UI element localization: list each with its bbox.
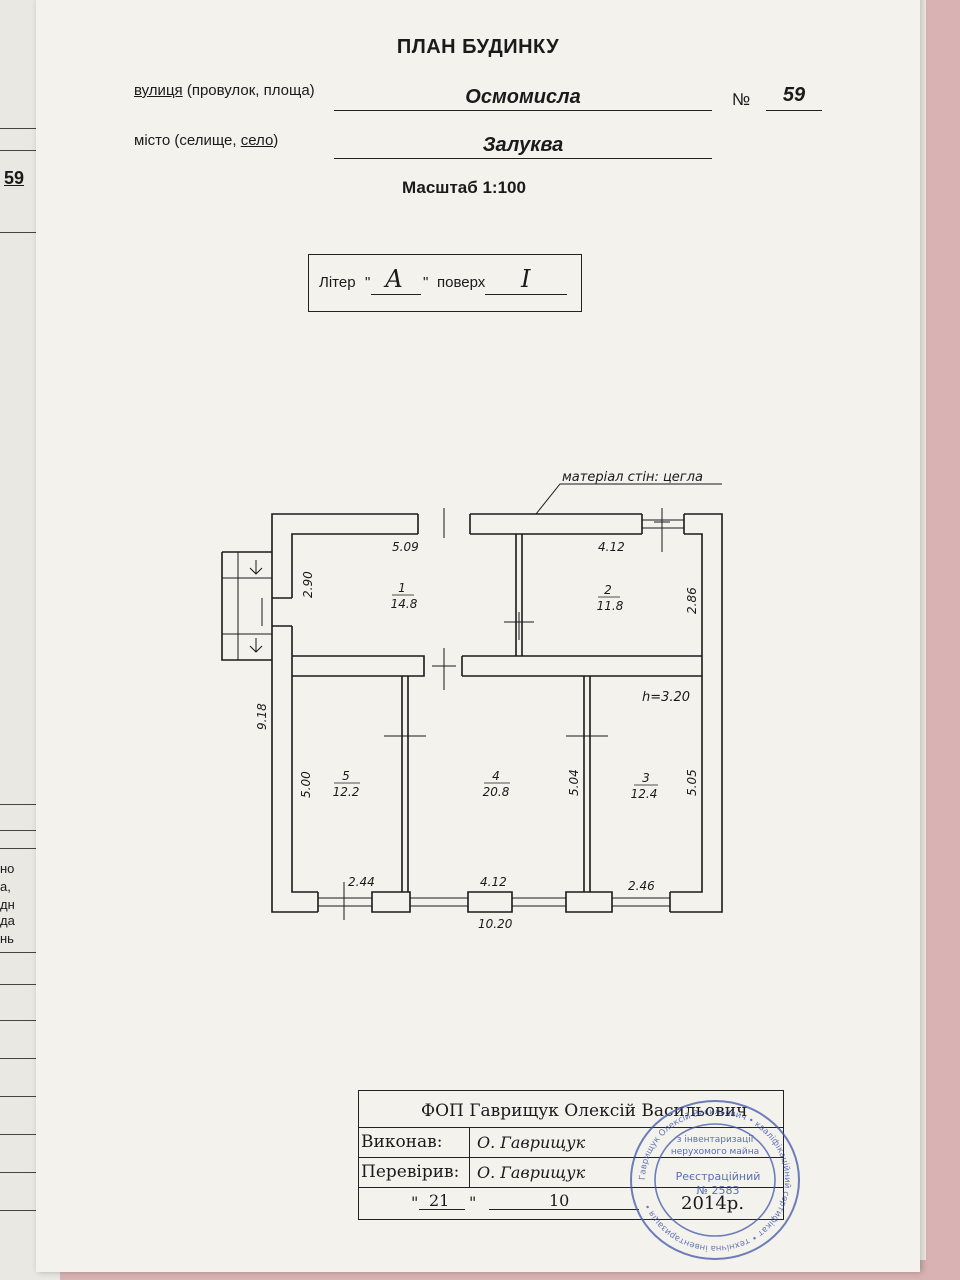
seal-center-line1: з інвентаризації (677, 1135, 754, 1145)
room-number: 4 (492, 769, 500, 783)
floor-value: І (521, 265, 531, 293)
room-area: 12.2 (333, 785, 360, 799)
left-page-fragment: дн (0, 897, 15, 912)
street-value: Осмомисла (465, 86, 581, 108)
room-number: 3 (642, 771, 650, 785)
dim-top-right: 4.12 (598, 540, 625, 554)
executed-label: Виконав: (361, 1132, 443, 1152)
room-area: 20.8 (483, 785, 510, 799)
room-number: 2 (604, 583, 612, 597)
dim-total-width: 10.20 (478, 917, 513, 931)
left-page-edge: 59 но а, дн да нь (0, 0, 48, 1280)
room-area: 11.8 (597, 599, 624, 613)
left-page-number: 59 (4, 168, 25, 188)
dim-right-upper: 2.86 (685, 587, 699, 614)
left-page-fragment: а, (0, 879, 11, 894)
floor-label: поверх (437, 274, 486, 291)
dim-room4-right: 5.04 (567, 769, 581, 796)
dim-bottom-right: 2.46 (628, 879, 655, 893)
dim-outer-left: 9.18 (255, 703, 269, 730)
date-row: " 21 " 10 2014р. (411, 1191, 745, 1214)
number-label: № (732, 90, 751, 109)
room-number: 1 (398, 581, 406, 595)
ceiling-height: h=3.20 (642, 690, 690, 705)
seal-reg-label: Реєстраційний (676, 1170, 761, 1183)
dim-top-left: 5.09 (392, 540, 419, 554)
seal-center-line2: нерухомого майна (671, 1147, 759, 1157)
wall-material-note: матеріал стін: цегла (562, 470, 703, 485)
scale-label: Масштаб 1:100 (402, 178, 526, 197)
official-seal: Гаврищук Олексій Васильович • кваліфікац… (628, 1098, 802, 1262)
checked-value: О. Гаврищук (477, 1163, 586, 1182)
liter-label: Літер (319, 274, 356, 291)
left-page-fragment: да (0, 913, 15, 928)
page-edge (920, 0, 926, 1260)
dim-bottom-left: 2.44 (348, 875, 375, 889)
liter-value: А (385, 265, 404, 293)
seal-reg-number: № 2583 (697, 1184, 740, 1197)
checked-label: Перевірив: (361, 1162, 460, 1182)
dim-bottom-mid: 4.12 (480, 875, 507, 889)
date-year: 2014р. (681, 1193, 745, 1214)
page-title: ПЛАН БУДИНКУ (396, 36, 560, 58)
date-day: 21 (429, 1191, 450, 1210)
room-area: 12.4 (631, 787, 658, 801)
executed-value: О. Гаврищук (477, 1133, 586, 1152)
left-page-fragment: нь (0, 931, 14, 946)
dim-left-upper: 2.90 (301, 571, 315, 598)
city-value: Залуква (482, 134, 564, 156)
dim-room3-height: 5.05 (685, 769, 699, 796)
street-label: вулиця (провулок, площа) (134, 82, 315, 99)
dim-room5-height: 5.00 (299, 771, 313, 798)
date-month: 10 (549, 1191, 570, 1210)
house-number-value: 59 (782, 84, 806, 106)
city-label: місто (селище, село) (134, 132, 279, 149)
left-page-fragment: но (0, 861, 15, 876)
room-number: 5 (342, 769, 350, 783)
document-page: ПЛАН БУДИНКУ вулиця (провулок, площа) Ос… (36, 0, 920, 1272)
liter-box: Літер " А " поверх І (308, 254, 582, 312)
room-area: 14.8 (391, 597, 418, 611)
